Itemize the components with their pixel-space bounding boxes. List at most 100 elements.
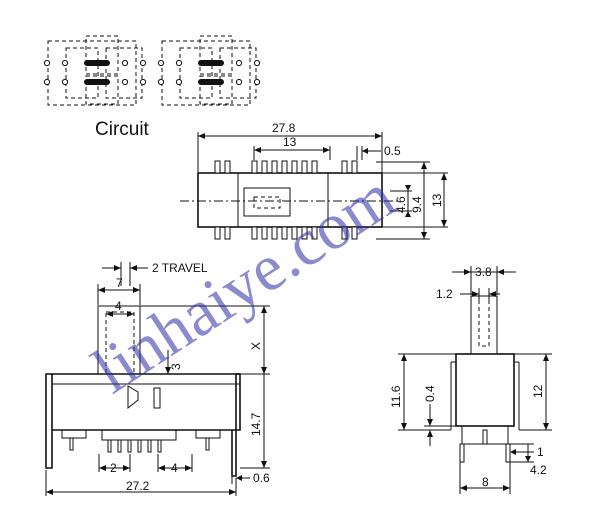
dim-side-pin-span: 8 bbox=[459, 462, 511, 494]
pin bbox=[251, 160, 258, 174]
circuit-frame bbox=[85, 35, 119, 75]
dim-label: 27.8 bbox=[272, 121, 296, 135]
dim-front-heights: X 14.7 bbox=[140, 305, 270, 469]
circuit-terminal bbox=[61, 78, 69, 86]
circuit-terminal bbox=[175, 59, 183, 67]
dim-side-knob-width: 3.8 bbox=[452, 265, 516, 295]
dim-top-pin-offset: 0.5 bbox=[356, 144, 401, 160]
dim-label: 0.6 bbox=[253, 471, 270, 485]
dim-label: 27.2 bbox=[126, 479, 150, 493]
front-view-base bbox=[101, 430, 177, 441]
front-view-pins bbox=[69, 437, 210, 453]
dim-front-length: 27.2 bbox=[45, 470, 237, 496]
dim-top-length: 27.8 bbox=[197, 121, 383, 172]
pin bbox=[107, 439, 112, 453]
pin bbox=[261, 160, 268, 174]
dim-label: 7 bbox=[116, 276, 123, 290]
circuit-terminal bbox=[253, 59, 261, 67]
dim-knob-offset: 3 bbox=[165, 350, 183, 374]
top-view-pins-top bbox=[214, 160, 358, 174]
circuit-contact-bar bbox=[198, 79, 224, 85]
pin bbox=[341, 160, 348, 174]
front-view-knob-travel bbox=[105, 311, 135, 375]
pin bbox=[341, 226, 348, 240]
pin bbox=[157, 439, 162, 453]
circuit-frame bbox=[161, 40, 251, 106]
pin bbox=[137, 439, 142, 453]
circuit-frame bbox=[85, 75, 119, 105]
pin bbox=[291, 160, 298, 174]
circuit-frame bbox=[179, 47, 213, 99]
dim-label: 3 bbox=[169, 363, 183, 370]
front-view-arrow-symbol bbox=[127, 385, 139, 410]
top-view-pins-bottom bbox=[214, 226, 358, 240]
circuit-frame bbox=[105, 47, 143, 99]
pin bbox=[281, 160, 288, 174]
pin bbox=[147, 439, 152, 453]
dim-label: 4.6 bbox=[394, 196, 408, 213]
circuit-terminal bbox=[121, 78, 129, 86]
pin bbox=[311, 160, 318, 174]
pin bbox=[127, 439, 132, 453]
side-view-knob bbox=[470, 295, 498, 355]
front-view-clamp bbox=[195, 430, 221, 439]
dim-label: 4 bbox=[115, 299, 122, 313]
front-view-marker bbox=[153, 387, 161, 409]
dim-side-left: 11.6 0.4 bbox=[389, 353, 456, 446]
dim-label: X bbox=[249, 342, 263, 350]
circuit-contact-bar bbox=[198, 60, 224, 66]
top-view: 27.8 13 0.5 bbox=[180, 121, 448, 240]
pin bbox=[69, 437, 74, 451]
dim-label: 2 bbox=[110, 461, 117, 475]
circuit-group-right bbox=[157, 35, 261, 106]
front-view: 2 TRAVEL 7 4 3 bbox=[45, 261, 270, 496]
dim-pin-thickness: 0.6 bbox=[231, 471, 270, 485]
circuit-frame bbox=[199, 35, 233, 75]
dim-label: 0.4 bbox=[423, 385, 437, 402]
pin bbox=[261, 226, 268, 240]
side-view: 3.8 1.2 11.6 0.4 bbox=[389, 265, 552, 494]
pin bbox=[482, 429, 488, 445]
dim-label: 14.7 bbox=[249, 412, 263, 436]
circuit-terminal bbox=[121, 59, 129, 67]
side-view-body bbox=[455, 353, 515, 427]
pin bbox=[281, 226, 288, 240]
dim-side-pin: 1 4.2 bbox=[510, 443, 547, 477]
dim-top-heights: 4.6 9.4 13 bbox=[376, 161, 448, 240]
circuit-terminal bbox=[61, 59, 69, 67]
top-view-slider-window bbox=[253, 196, 281, 209]
dim-label: 3.8 bbox=[475, 265, 492, 279]
circuit-terminal bbox=[175, 78, 183, 86]
dim-knob-width: 4 bbox=[106, 299, 134, 317]
dim-label: 9.4 bbox=[410, 196, 424, 213]
dim-label: 2 TRAVEL bbox=[152, 261, 208, 275]
pin bbox=[205, 437, 210, 451]
dim-side-stem-width: 1.2 bbox=[436, 287, 500, 301]
front-view-leg-right bbox=[231, 373, 240, 477]
front-view-clamp bbox=[61, 430, 87, 439]
dim-label: 11.6 bbox=[389, 385, 403, 408]
circuit-label: Circuit bbox=[95, 119, 150, 140]
pin bbox=[311, 226, 318, 240]
circuit-schematic: Circuit bbox=[43, 35, 261, 140]
circuit-contact-bar bbox=[84, 60, 110, 66]
pin bbox=[251, 226, 258, 240]
circuit-frame bbox=[219, 47, 257, 99]
circuit-terminal bbox=[43, 78, 51, 86]
dim-pin-pitch: 2 4 bbox=[98, 454, 193, 475]
pin bbox=[214, 160, 221, 174]
dim-side-body-height: 12 bbox=[514, 353, 552, 431]
pin bbox=[271, 226, 278, 240]
pin bbox=[459, 443, 465, 463]
pin bbox=[301, 160, 308, 174]
dim-label: 8 bbox=[482, 475, 489, 489]
dim-label: 4 bbox=[171, 461, 178, 475]
dim-label: 12 bbox=[531, 384, 545, 398]
circuit-terminal bbox=[253, 78, 261, 86]
dim-label: 4.2 bbox=[530, 463, 547, 477]
pin bbox=[301, 226, 308, 240]
dim-knob-span: 7 bbox=[97, 276, 141, 305]
pin bbox=[271, 160, 278, 174]
pin bbox=[351, 226, 358, 240]
